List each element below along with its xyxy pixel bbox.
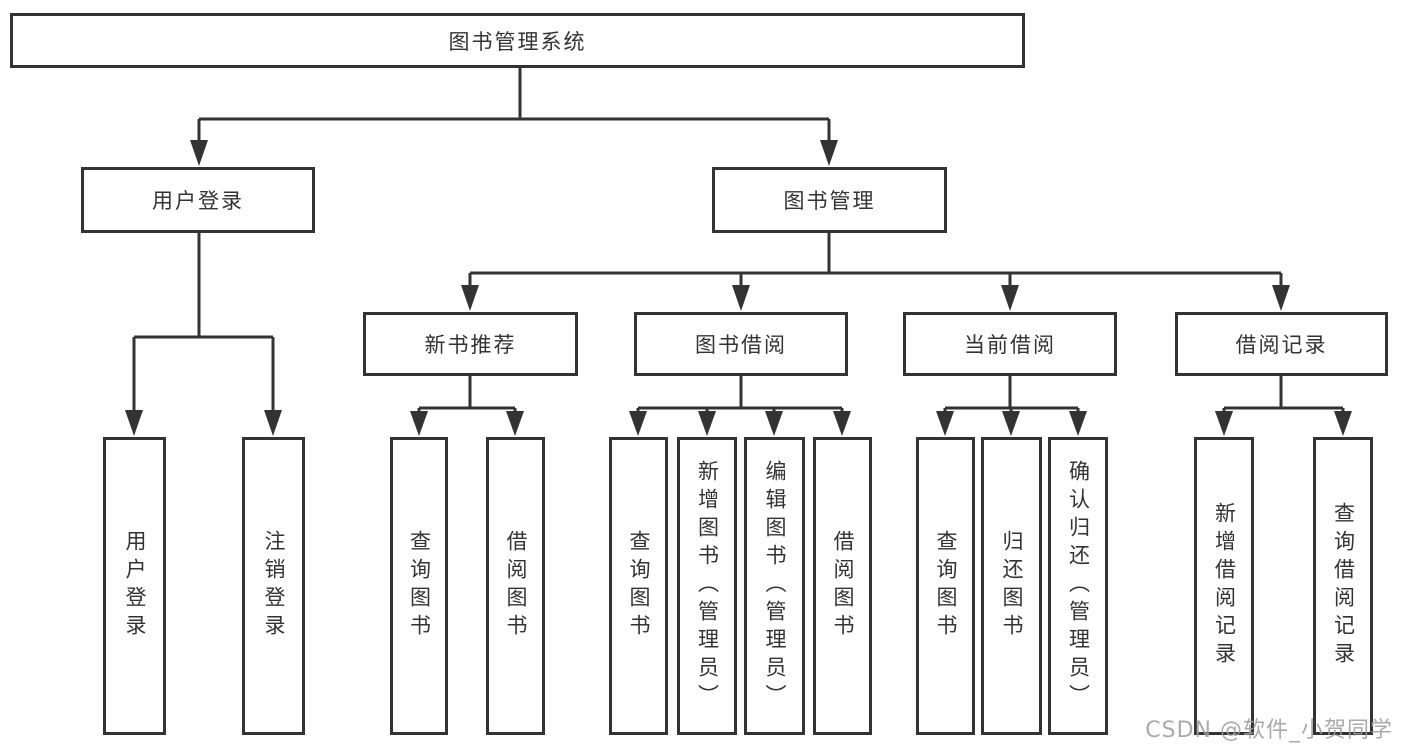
node-new-book-recommend: 新书推荐: [363, 312, 578, 376]
edge-new-book-recommend-to-leaves: [410, 375, 524, 436]
csdn-watermark: CSDN @软件_小贺同学: [1145, 718, 1393, 743]
node-book-management: 图书管理: [712, 167, 947, 233]
leaf-edit-book-admin: 编辑图书（管理员）: [744, 437, 805, 735]
leaf-query-books-borrow: 查询图书: [609, 437, 668, 735]
node-borrow-records: 借阅记录: [1175, 312, 1388, 376]
leaf-query-books-recommend: 查询图书: [390, 437, 448, 735]
leaf-query-books-current: 查询图书: [916, 437, 975, 735]
edge-book-borrow-to-leaves: [629, 375, 851, 436]
leaf-user-login: 用户登录: [103, 437, 166, 735]
node-user-login: 用户登录: [81, 167, 315, 233]
node-root: 图书管理系统: [10, 13, 1025, 68]
node-book-borrow: 图书借阅: [634, 312, 848, 376]
leaf-borrow-books-recommend: 借阅图书: [486, 437, 545, 735]
edge-root-to-level2: [190, 67, 838, 166]
edge-current-borrow-to-leaves: [936, 375, 1087, 436]
leaf-add-borrow-record: 新增借阅记录: [1194, 437, 1254, 735]
leaf-query-borrow-record: 查询借阅记录: [1313, 437, 1373, 735]
node-current-borrow: 当前借阅: [903, 312, 1117, 376]
leaf-logout: 注销登录: [242, 437, 305, 735]
edge-user-login-to-leaves: [125, 232, 282, 436]
leaf-borrow-books: 借阅图书: [813, 437, 872, 735]
leaf-confirm-return-admin: 确认归还（管理员）: [1048, 437, 1108, 735]
edge-borrow-records-to-leaves: [1215, 375, 1352, 436]
leaf-return-book: 归还图书: [981, 437, 1042, 735]
leaf-add-book-admin: 新增图书（管理员）: [677, 437, 737, 735]
edge-book-management-to-level3: [461, 232, 1290, 311]
